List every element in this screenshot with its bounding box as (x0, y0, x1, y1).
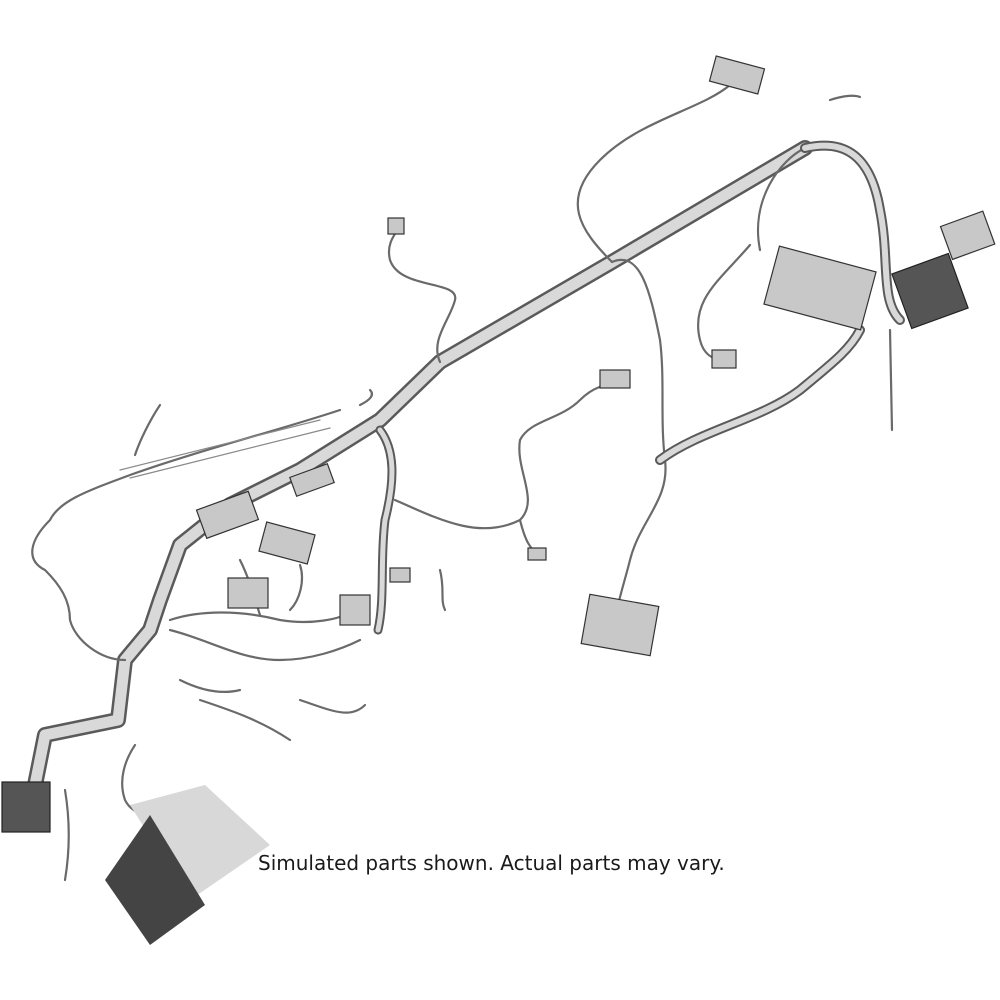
disclaimer-caption: Simulated parts shown. Actual parts may … (258, 851, 725, 875)
middle-branches (373, 223, 627, 635)
left-rail (31, 388, 374, 662)
lower-left-tangle (63, 558, 367, 882)
connectors (1, 55, 996, 833)
main-trunk (27, 140, 813, 793)
label-tag (105, 785, 270, 945)
right-branch (655, 94, 905, 465)
